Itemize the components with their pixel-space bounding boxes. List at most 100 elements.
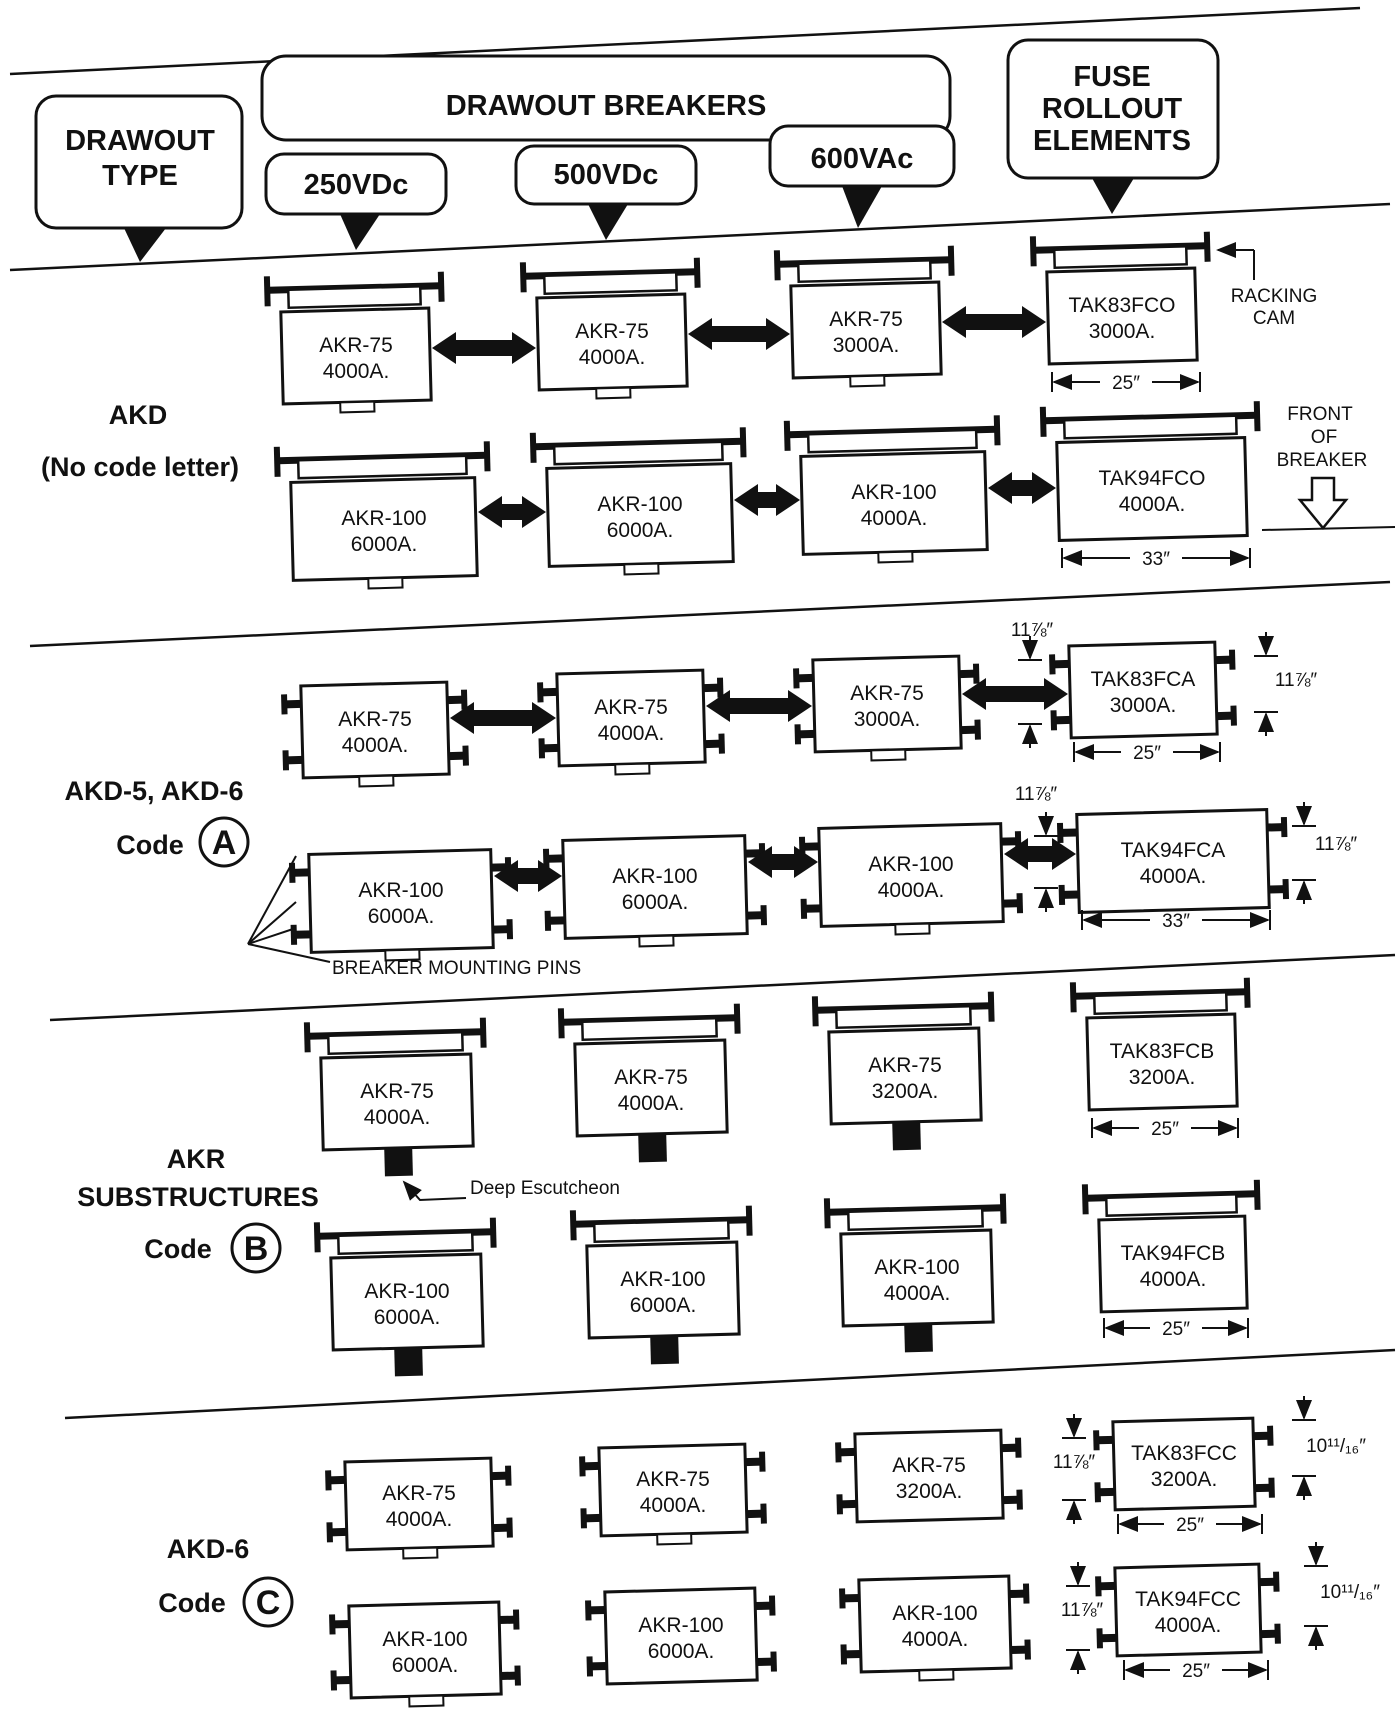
unit-rating: 4000A. <box>364 1106 431 1129</box>
section-akr-sub-label: AKR SUBSTRUCTURES Code B <box>77 1144 319 1274</box>
deep-escutcheon-annotation: Deep Escutcheon <box>402 1178 620 1202</box>
breaker-unit <box>823 1193 1007 1353</box>
column-header-500vdc: 500VDc <box>514 144 698 240</box>
col-500-label: 500VDc <box>554 159 659 191</box>
section-akd56-label: AKD-5, AKD-6 Code A <box>64 776 250 868</box>
unit-model: AKR-75 <box>382 1482 456 1505</box>
dimension-label: 11⅞″ <box>1061 1600 1104 1621</box>
separator-line <box>9 6 1361 76</box>
unit-model: AKR-100 <box>341 507 426 530</box>
double-arrow <box>988 472 1056 504</box>
code-b-word: Code <box>144 1234 212 1264</box>
drawout-breakers-header: DRAWOUT BREAKERS <box>260 54 952 142</box>
dimension-label: 25″ <box>1133 743 1161 764</box>
unit-model: AKR-100 <box>612 865 697 888</box>
section-akd6-units <box>325 1416 1281 1708</box>
unit-model: AKR-75 <box>850 682 924 705</box>
unit-model: TAK83FCC <box>1131 1442 1237 1465</box>
width-dimension <box>1091 1118 1239 1138</box>
unit-rating: 3000A. <box>1110 694 1177 717</box>
breaker-unit <box>263 271 445 414</box>
double-arrow <box>706 690 812 722</box>
front-line1: FRONT <box>1287 404 1353 425</box>
dimension-label: 25″ <box>1176 1515 1204 1536</box>
double-arrow <box>734 484 800 516</box>
code-c-circle <box>242 1576 294 1628</box>
breaker-unit <box>1039 401 1261 542</box>
racking-cam-line2: CAM <box>1253 308 1295 329</box>
unit-rating: 3200A. <box>1129 1066 1196 1089</box>
fuse-line3: ELEMENTS <box>1033 125 1191 157</box>
mounting-pins-label: BREAKER MOUNTING PINS <box>332 958 581 979</box>
unit-model: AKR-100 <box>620 1268 705 1291</box>
unit-rating: 4000A. <box>1140 1268 1207 1291</box>
unit-rating: 4000A. <box>640 1494 707 1517</box>
akd-subtitle: (No code letter) <box>41 452 239 482</box>
code-a-letter: A <box>212 824 237 862</box>
dimension-label: 25″ <box>1162 1319 1190 1340</box>
unit-rating: 6000A. <box>351 533 418 556</box>
unit-rating: 4000A. <box>884 1282 951 1305</box>
breaker-unit <box>303 1017 487 1177</box>
width-dimension <box>1081 910 1271 930</box>
code-c-word: Code <box>158 1588 226 1618</box>
racking-cam-line1: RACKING <box>1231 286 1318 307</box>
unit-model: AKR-75 <box>338 708 412 731</box>
unit-model: AKR-75 <box>319 334 393 357</box>
breaker-unit <box>273 441 491 590</box>
width-dimension <box>1051 372 1201 392</box>
unit-rating: 4000A. <box>861 507 928 530</box>
section-akd56-units <box>281 640 1290 962</box>
double-arrow <box>942 306 1046 338</box>
unit-rating: 6000A. <box>630 1294 697 1317</box>
unit-rating: 4000A. <box>902 1628 969 1651</box>
unit-rating: 3200A. <box>896 1480 963 1503</box>
dimension-label: 11⅞″ <box>1015 784 1058 805</box>
height-dimension <box>1062 1414 1086 1524</box>
dimension-label: 33″ <box>1162 911 1190 932</box>
breaker-unit <box>773 245 955 388</box>
breaker-unit <box>839 1574 1031 1682</box>
breaker-unit <box>1093 1416 1275 1512</box>
unit-rating: 4000A. <box>1140 865 1207 888</box>
double-arrow <box>432 332 536 364</box>
unit-rating: 6000A. <box>607 519 674 542</box>
unit-rating: 3000A. <box>854 708 921 731</box>
code-c-letter: C <box>256 1584 281 1622</box>
code-a-circle <box>198 816 250 868</box>
breaker-unit <box>579 1442 767 1546</box>
unit-model: AKR-75 <box>868 1054 942 1077</box>
akr-sub-subtitle: SUBSTRUCTURES <box>77 1182 319 1212</box>
unit-model: TAK94FCO <box>1099 467 1206 490</box>
akd56-code-word: Code <box>116 830 184 860</box>
breaker-unit <box>519 257 701 400</box>
dimension-label: 33″ <box>1142 549 1170 570</box>
unit-rating: 6000A. <box>622 891 689 914</box>
unit-rating: 3000A. <box>1089 320 1156 343</box>
breaker-unit <box>537 668 725 776</box>
fuse-line2: ROLLOUT <box>1042 93 1182 125</box>
unit-model: TAK83FCB <box>1110 1040 1215 1063</box>
breaker-unit <box>793 654 981 762</box>
breaker-unit <box>1049 640 1237 740</box>
akd56-title: AKD-5, AKD-6 <box>64 776 243 806</box>
unit-model: AKR-100 <box>851 481 936 504</box>
double-arrow <box>962 678 1068 710</box>
dimension-label: 11⅞″ <box>1053 1452 1096 1473</box>
breaker-unit <box>835 1428 1023 1524</box>
breaker-unit <box>1095 1562 1281 1658</box>
double-arrow <box>450 702 556 734</box>
separator-line <box>49 953 1396 1022</box>
unit-model: AKR-75 <box>575 320 649 343</box>
breaker-unit <box>585 1586 777 1686</box>
dimension-label: 11⅞″ <box>1011 620 1054 641</box>
col-250-label: 250VDc <box>304 169 409 201</box>
dimension-label: 25″ <box>1112 373 1140 394</box>
unit-model: AKR-100 <box>382 1628 467 1651</box>
height-dimension <box>1034 812 1058 912</box>
breaker-unit <box>557 1003 741 1163</box>
akd6-title: AKD-6 <box>167 1534 250 1564</box>
unit-rating: 4000A. <box>342 734 409 757</box>
dimension-label: 25″ <box>1182 1661 1210 1682</box>
